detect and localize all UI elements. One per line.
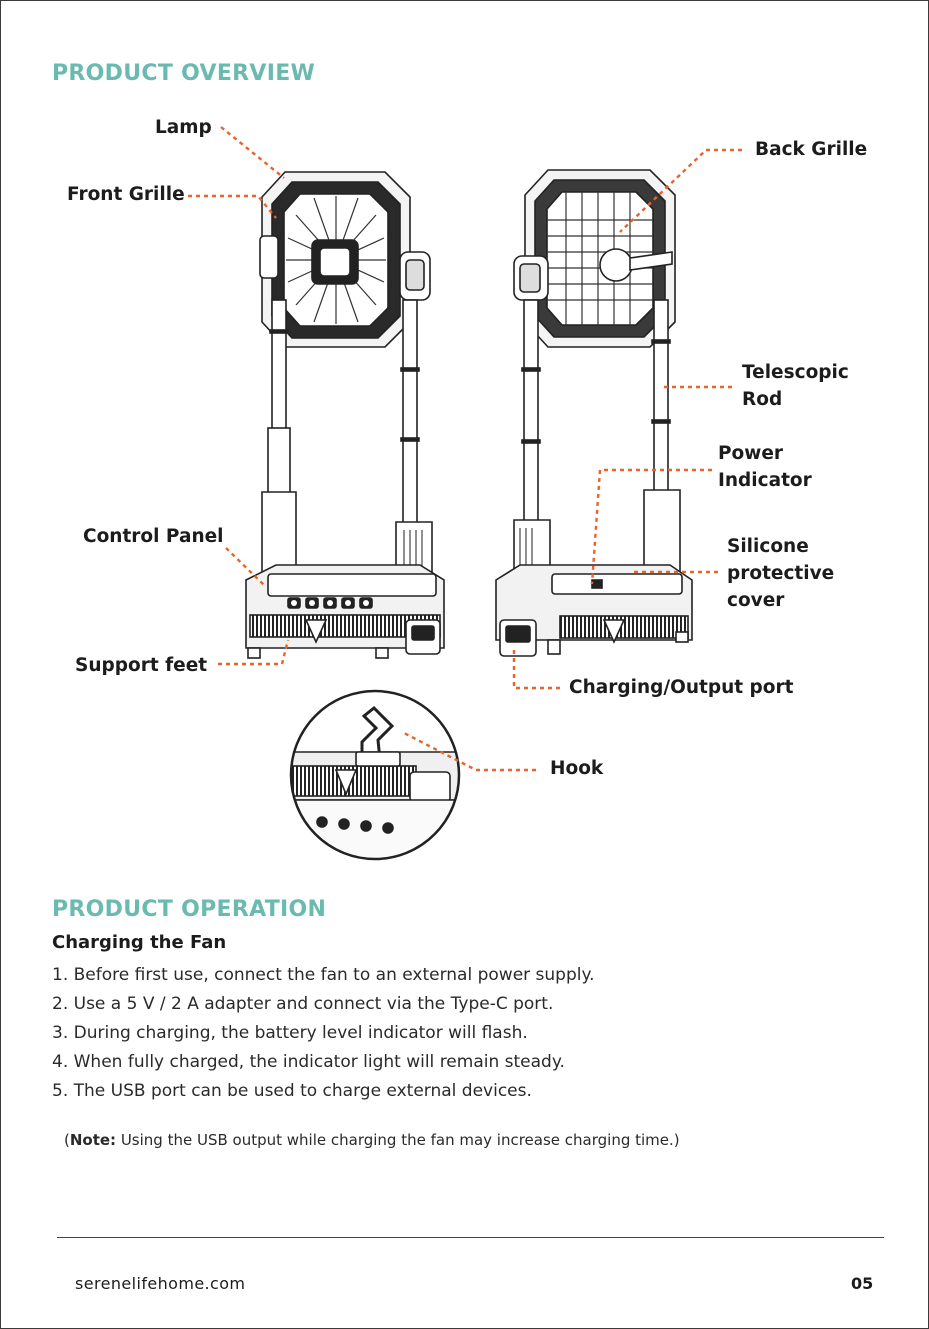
- callout-silicone-line3: cover: [727, 590, 785, 611]
- step-item: 2. Use a 5 V / 2 A adapter and connect v…: [52, 994, 554, 1014]
- callout-silicone-line2: protective: [727, 563, 835, 584]
- callout-front-grille: Front Grille: [67, 184, 185, 205]
- callout-silicone-cover: Silicone protective cover: [727, 533, 834, 614]
- overview-heading: PRODUCT OVERVIEW: [52, 61, 316, 86]
- callout-silicone-line1: Silicone: [727, 536, 809, 557]
- callout-power-indicator: Power Indicator: [718, 440, 812, 494]
- callout-power-indicator-line1: Power: [718, 443, 784, 464]
- callout-control-panel: Control Panel: [83, 526, 224, 547]
- step-item: 5. The USB port can be used to charge ex…: [52, 1081, 532, 1101]
- back-fan-illustration: [495, 169, 693, 657]
- step-item: 4. When fully charged, the indicator lig…: [52, 1052, 565, 1072]
- callout-support-feet: Support feet: [75, 655, 208, 676]
- product-diagram: [188, 126, 742, 861]
- callout-telescopic-rod: Telescopic Rod: [742, 359, 849, 413]
- operation-heading: PRODUCT OPERATION: [52, 897, 327, 922]
- note-open-paren: (: [64, 1131, 70, 1149]
- charging-subheading: Charging the Fan: [52, 932, 227, 953]
- charging-note: (Note: Using the USB output while chargi…: [64, 1131, 680, 1149]
- step-item: 1. Before first use, connect the fan to …: [52, 965, 595, 985]
- callout-telescopic-rod-line2: Rod: [742, 389, 783, 410]
- footer-divider: [57, 1237, 884, 1238]
- callout-hook: Hook: [550, 758, 604, 779]
- charging-steps: 1. Before first use, connect the fan to …: [52, 961, 595, 1106]
- callout-charging-port: Charging/Output port: [569, 677, 794, 698]
- note-text: Using the USB output while charging the …: [116, 1131, 680, 1149]
- page-number: 05: [851, 1274, 874, 1293]
- callout-lamp: Lamp: [155, 117, 212, 138]
- footer-website: serenelifehome.com: [75, 1274, 246, 1293]
- note-label: Note:: [69, 1131, 117, 1149]
- callout-telescopic-rod-line1: Telescopic: [742, 362, 849, 383]
- front-fan-illustration: [245, 171, 445, 659]
- step-item: 3. During charging, the battery level in…: [52, 1023, 528, 1043]
- callout-power-indicator-line2: Indicator: [718, 470, 812, 491]
- leader-lines: [188, 126, 742, 772]
- callout-back-grille: Back Grille: [755, 139, 868, 160]
- hook-detail-illustration: [289, 689, 461, 861]
